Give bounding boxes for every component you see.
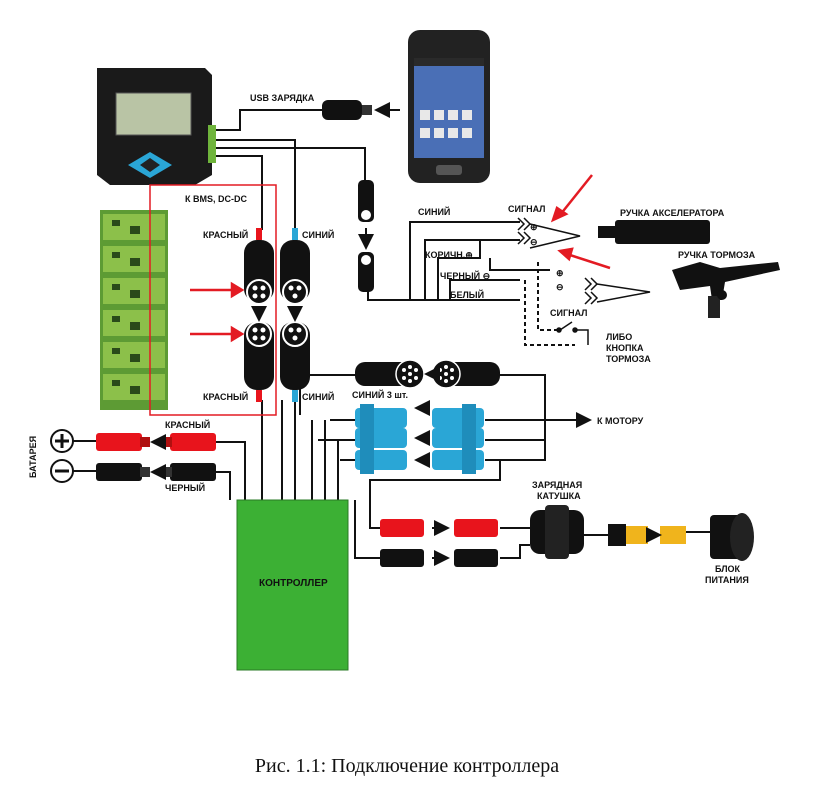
signal-connector — [358, 180, 374, 292]
label-signal-top: СИГНАЛ — [508, 204, 546, 214]
yellow-plugs — [608, 524, 686, 546]
label-red-top: КРАСНЫЙ — [203, 229, 248, 240]
brake-handle — [672, 262, 780, 318]
bms-connector-blue — [280, 228, 310, 402]
label-red-bottom: КРАСНЫЙ — [203, 391, 248, 402]
label-brake-handle: РУЧКА ТОРМОЗА — [678, 250, 756, 260]
label-to-bms: К BMS, DC-DC — [185, 194, 247, 204]
red-pointer-arrows — [190, 174, 611, 343]
label-brake-button-3: ТОРМОЗА — [606, 354, 651, 364]
label-charging-coil-1: ЗАРЯДНАЯ — [532, 480, 582, 490]
bms-connector-red — [244, 228, 274, 402]
charging-plugs — [380, 519, 498, 567]
label-controller: КОНТРОЛЛЕР — [259, 578, 328, 589]
charging-coil — [530, 505, 584, 559]
bms-frame — [149, 184, 277, 416]
label-brown-plus: КОРИЧН.⊕ — [425, 250, 473, 260]
brake-button — [556, 321, 589, 345]
label-to-motor: К МОТОРУ — [597, 416, 644, 426]
battery-plug-arrows — [150, 434, 166, 480]
signal-chevrons — [517, 217, 651, 305]
label-brake-button-1: ЛИБО — [606, 332, 632, 342]
label-blue-bottom: СИНИЙ — [302, 391, 334, 402]
controller-box — [236, 499, 349, 671]
label-throttle: РУЧКА АКСЕЛЕРАТОРА — [620, 208, 725, 218]
label-plus-2: ⊕ — [556, 268, 564, 278]
power-unit — [710, 513, 754, 561]
usb-plug — [322, 100, 372, 120]
label-usb-charging: USB ЗАРЯДКА — [250, 93, 315, 103]
label-blue-top: СИНИЙ — [302, 229, 334, 240]
motor-phase-plugs — [355, 404, 484, 474]
battery-terminals — [50, 429, 96, 483]
label-signal-bottom: СИГНАЛ — [550, 308, 588, 318]
smartphone — [408, 30, 490, 183]
label-power-unit-1: БЛОК — [715, 564, 741, 574]
label-blue-signal: СИНИЙ — [418, 206, 450, 217]
wires — [212, 109, 710, 559]
figure-caption: Рис. 1.1: Подключение контроллера — [255, 755, 559, 777]
label-brake-button-2: КНОПКА — [606, 343, 644, 353]
battery-plugs — [96, 433, 216, 481]
throttle-handle — [598, 220, 710, 244]
label-blue-3pcs: СИНИЙ 3 шт. — [352, 389, 408, 400]
motor-connector — [355, 359, 500, 389]
bms-boards — [100, 210, 168, 410]
label-black-minus: ЧЕРНЫЙ ⊖ — [440, 270, 490, 281]
motor-plug-arrows — [414, 400, 430, 468]
label-charging-coil-2: КАТУШКА — [537, 491, 581, 501]
label-battery: БАТАРЕЯ — [28, 436, 38, 478]
label-power-unit-2: ПИТАНИЯ — [705, 575, 749, 585]
label-plus-1: ⊕ — [530, 222, 538, 232]
label-minus-1: ⊖ — [530, 237, 538, 247]
text-labels: USB ЗАРЯДКА К BMS, DC-DC КРАСНЫЙ КРАСНЫЙ… — [28, 93, 756, 589]
label-battery-black: ЧЕРНЫЙ — [165, 482, 205, 493]
label-white: БЕЛЫЙ — [450, 289, 484, 300]
label-battery-red: КРАСНЫЙ — [165, 419, 210, 430]
display-unit — [97, 68, 216, 185]
label-minus-2: ⊖ — [556, 282, 564, 292]
charging-plug-arrows — [432, 520, 450, 566]
